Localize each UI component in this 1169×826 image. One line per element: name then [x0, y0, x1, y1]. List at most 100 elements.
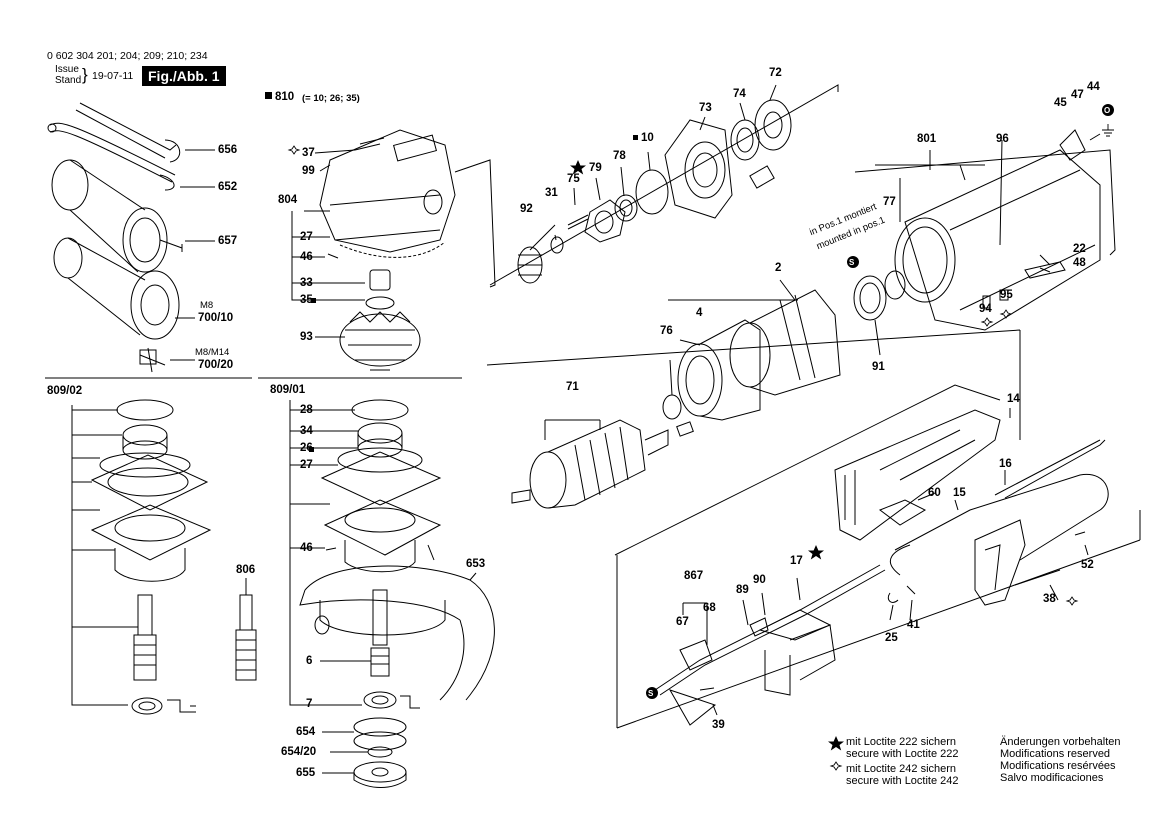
- part-label: 654: [296, 726, 316, 738]
- part-label: 34: [300, 425, 313, 437]
- part-label: 79: [589, 162, 602, 174]
- part-label: 60: [928, 487, 941, 499]
- o-badge-label: O: [1104, 106, 1111, 115]
- loctite-242-star-icon: [980, 317, 994, 327]
- s-badge-icon: [847, 256, 859, 268]
- spindle-bearing-assembly-icon: [320, 399, 442, 788]
- part-label: 99: [302, 165, 315, 177]
- part-label: 78: [613, 150, 626, 162]
- handle-shell-icon: [834, 409, 1109, 606]
- part-label: 25: [885, 632, 898, 644]
- part-label: 91: [872, 361, 885, 373]
- frame-line: [454, 159, 496, 288]
- part-label: 92: [520, 203, 533, 215]
- spindle-icon: [235, 594, 257, 681]
- part-label: 73: [699, 102, 712, 114]
- part-label: 657: [218, 235, 238, 247]
- part-label: M8: [200, 300, 214, 311]
- part-label: 77: [883, 196, 896, 208]
- stand-label: Stand: [55, 75, 82, 86]
- loctite-242-note-de: mit Loctite 242 sichern: [846, 763, 957, 775]
- loctite-222-star-icon: [570, 160, 586, 175]
- wrench-icon: [47, 102, 180, 191]
- group-810-label: 810: [275, 91, 295, 103]
- part-label: 17: [790, 555, 803, 567]
- wheel-guard-icon: [299, 565, 495, 701]
- frame-line: [486, 329, 1021, 440]
- stator-icon: [677, 289, 841, 421]
- part-label: 68: [703, 602, 716, 614]
- part-label: 46: [300, 251, 313, 263]
- leader-line: [71, 405, 138, 706]
- part-label: 14: [1007, 393, 1020, 405]
- part-numbers: 0 602 304 201; 204; 209; 210; 234: [47, 50, 208, 62]
- part-label: 653: [466, 558, 486, 570]
- switch-and-cable-icon: [654, 564, 916, 726]
- gear-housing-icon: [319, 129, 456, 371]
- part-label: 75: [567, 173, 580, 185]
- part-label: 809/02: [47, 385, 83, 397]
- loctite-242-star-icon: [1065, 596, 1079, 606]
- part-label: 35: [300, 294, 313, 306]
- part-label: 52: [1081, 559, 1094, 571]
- motor-housing-icon: [853, 129, 1101, 331]
- part-label: 700/10: [198, 312, 234, 324]
- modifications-note-es: Salvo modificaciones: [1000, 772, 1104, 784]
- loctite-242-star-icon: [999, 309, 1013, 319]
- assembly-square-icon: [311, 298, 316, 303]
- frame-line: [616, 510, 1141, 729]
- part-label: 27: [300, 231, 313, 243]
- part-label: 806: [236, 564, 256, 576]
- loctite-222-note-en: secure with Loctite 222: [846, 748, 959, 760]
- part-label: 31: [545, 187, 558, 199]
- assembly-square-icon: [633, 135, 638, 140]
- part-label: 93: [300, 331, 313, 343]
- part-label: 39: [712, 719, 725, 731]
- leader-line: [917, 408, 1011, 511]
- part-label: 96: [996, 133, 1009, 145]
- assembly-square-icon: [309, 447, 314, 452]
- part-label: 27: [300, 459, 313, 471]
- part-label: 26: [300, 442, 313, 454]
- issue-date: 19-07-11: [92, 70, 134, 82]
- loctite-242-star-icon: [829, 761, 843, 771]
- s-badge-label: S: [648, 689, 654, 698]
- issue-label: Issue: [55, 64, 79, 75]
- leader-line: [682, 544, 1089, 716]
- leader-line: [289, 400, 371, 774]
- part-label: 48: [1073, 257, 1086, 269]
- leader-line: [529, 84, 777, 251]
- part-label: 656: [218, 144, 238, 156]
- figure-label: Fig./Abb. 1: [142, 66, 226, 86]
- part-label: 71: [566, 381, 579, 393]
- part-label: 16: [999, 458, 1012, 470]
- s-badge-label: S: [849, 258, 855, 267]
- part-label: 95: [1000, 289, 1013, 301]
- part-label: 45: [1054, 97, 1067, 109]
- part-label: 4: [696, 307, 703, 319]
- part-label: 801: [917, 133, 937, 145]
- part-label: 89: [736, 584, 749, 596]
- leader-line: [544, 419, 601, 440]
- loctite-222-note-de: mit Loctite 222 sichern: [846, 736, 957, 748]
- part-label: 37: [302, 147, 315, 159]
- leader-line: [245, 572, 477, 595]
- part-label: 90: [753, 574, 766, 586]
- issue-brace: }: [82, 65, 88, 84]
- part-label: 6: [306, 655, 313, 667]
- s-badge-icon: [646, 687, 658, 699]
- bearing-flange-assembly-icon: [90, 399, 212, 715]
- part-label: 72: [769, 67, 782, 79]
- part-label: 94: [979, 303, 992, 315]
- part-label: 46: [300, 542, 313, 554]
- part-label: 804: [278, 194, 298, 206]
- modifications-note-en: Modifications reserved: [1000, 748, 1111, 760]
- leader-line: [875, 139, 1051, 273]
- ground-icon: [1102, 124, 1114, 137]
- part-label: 655: [296, 767, 316, 779]
- part-label: 10: [641, 132, 654, 144]
- part-label: 47: [1071, 89, 1084, 101]
- part-label: 7: [306, 698, 313, 710]
- frame-line: [614, 384, 1001, 556]
